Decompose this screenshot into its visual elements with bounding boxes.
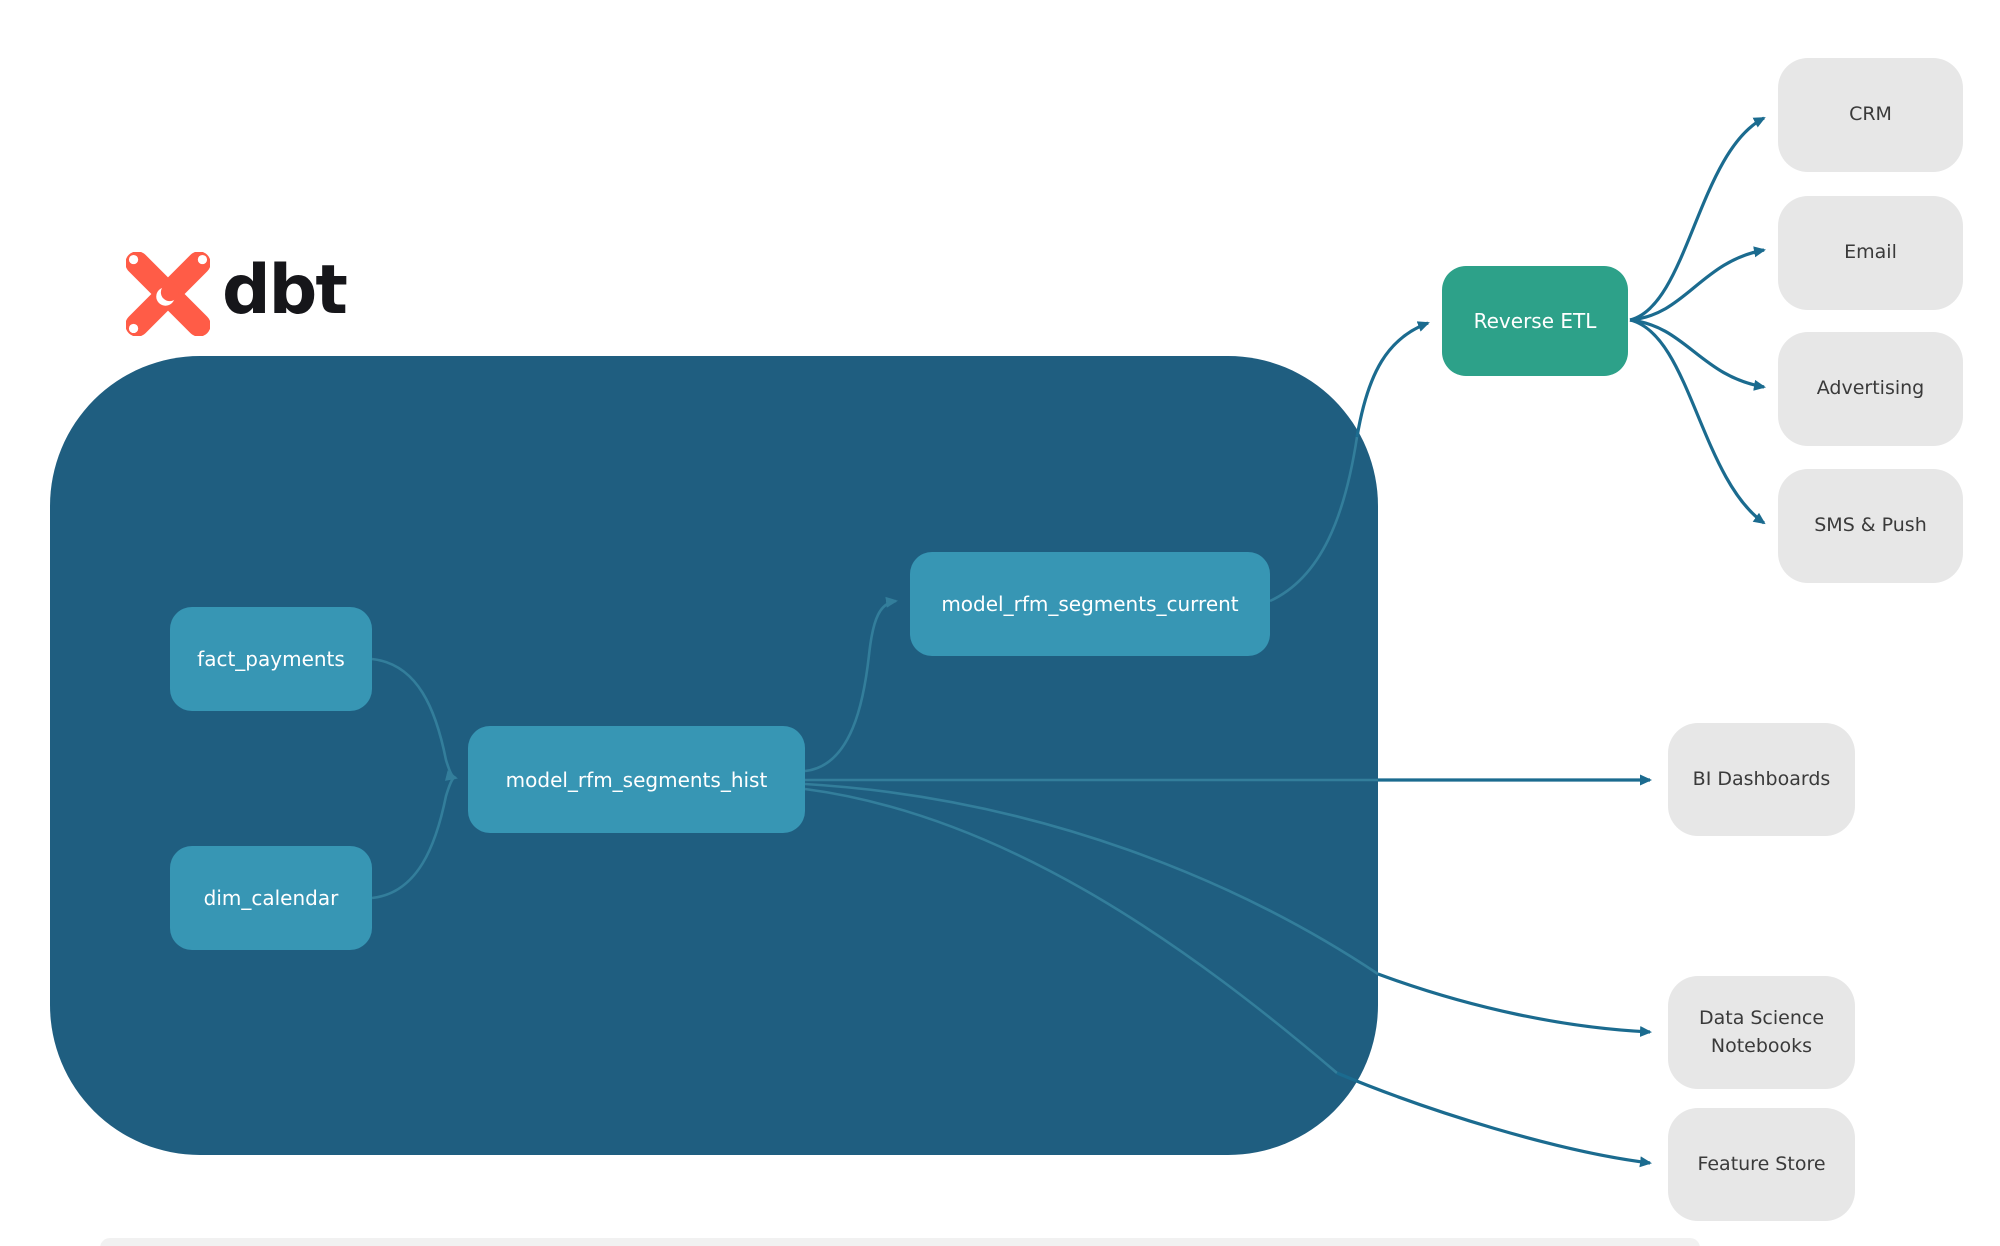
edge-dim-calendar-to-hist: [371, 776, 455, 900]
edge-reverse-etl-to-sms-push: [1629, 318, 1766, 525]
node-label: Advertising: [1816, 377, 1925, 400]
node-advertising: Advertising: [1778, 332, 1963, 446]
node-label: fact_payments: [197, 647, 345, 671]
dbt-logo: dbt: [126, 251, 348, 336]
node-data-science-notebooks: Data Science Notebooks: [1668, 976, 1855, 1089]
node-label: model_rfm_segments_current: [941, 592, 1239, 616]
node-label: Reverse ETL: [1473, 309, 1597, 333]
node-reverse-etl: Reverse ETL: [1442, 266, 1628, 376]
node-label: dim_calendar: [203, 886, 339, 910]
node-fact-payments: fact_payments: [170, 607, 372, 711]
node-label: SMS & Push: [1814, 514, 1927, 537]
node-label: CRM: [1849, 103, 1892, 126]
edge-current-to-retl-inside: [1269, 436, 1359, 603]
edge-hist-to-fs-inside: [804, 787, 1338, 1074]
edge-fact-payments-to-hist: [371, 657, 458, 781]
node-feature-store: Feature Store: [1668, 1108, 1855, 1221]
edge-reverse-etl-to-email: [1629, 246, 1766, 322]
node-dim-calendar: dim_calendar: [170, 846, 372, 950]
node-label: Data Science Notebooks: [1698, 1006, 1825, 1057]
cropped-bottom-band: [100, 1238, 1700, 1246]
node-email: Email: [1778, 196, 1963, 310]
dbt-wordmark: dbt: [222, 251, 348, 330]
node-label: Feature Store: [1697, 1152, 1826, 1175]
edge-current-to-reverse-etl: [1355, 321, 1430, 438]
node-crm: CRM: [1778, 58, 1963, 172]
node-label: model_rfm_segments_hist: [505, 767, 768, 792]
edge-hist-to-current: [804, 596, 898, 773]
edge-reverse-etl-to-advertising: [1629, 318, 1766, 391]
dbt-logo-icon: [126, 252, 210, 336]
edge-hist-to-feature-store: [1336, 1071, 1652, 1168]
edge-hist-to-ds-inside: [804, 782, 1379, 976]
edge-hist-to-data-science-notebooks: [1377, 972, 1652, 1038]
node-bi-dashboards: BI Dashboards: [1668, 723, 1855, 836]
edge-reverse-etl-to-crm: [1629, 116, 1766, 322]
node-model-rfm-segments-hist: model_rfm_segments_hist: [468, 726, 805, 833]
node-label: BI Dashboards: [1692, 767, 1831, 790]
node-sms-push: SMS & Push: [1778, 469, 1963, 583]
node-label: Email: [1844, 241, 1897, 264]
node-model-rfm-segments-current: model_rfm_segments_current: [910, 552, 1270, 656]
